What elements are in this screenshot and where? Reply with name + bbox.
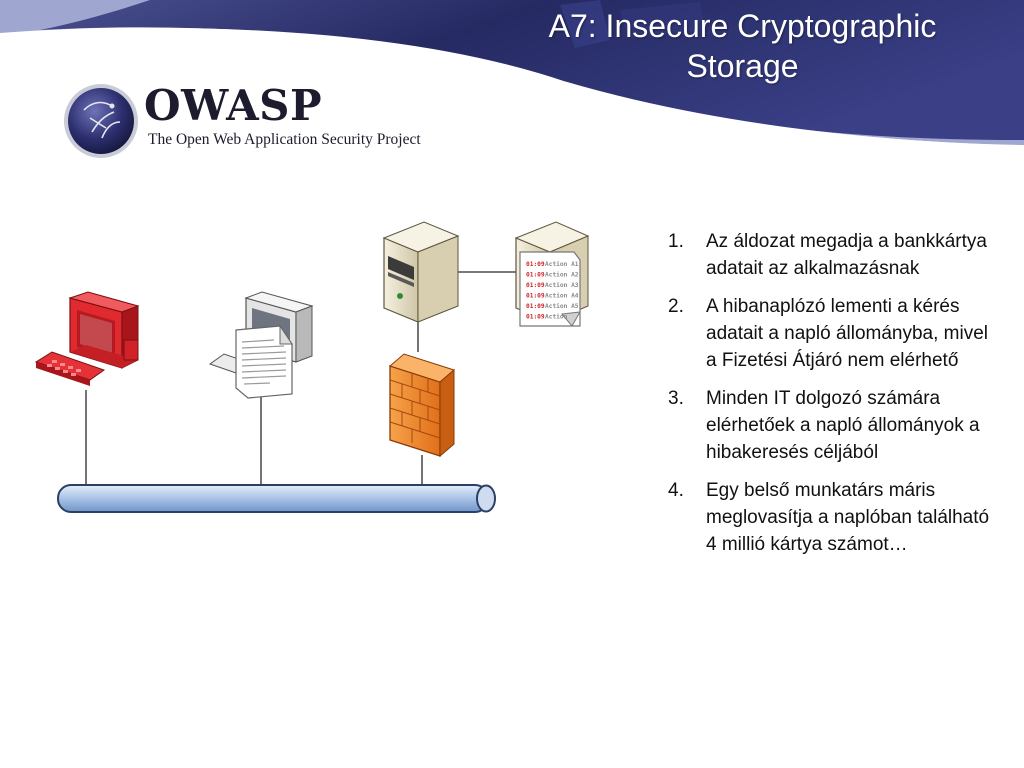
log-entry-action: Action A2 [545, 271, 579, 279]
step-number: 3. [668, 388, 684, 409]
list-item: 3. Minden IT dolgozó számára elérhetőek … [660, 385, 1000, 466]
log-entry-time: 01:09 [526, 293, 545, 300]
owasp-logo: OWASP The Open Web Application Security … [62, 80, 482, 165]
steps-list: 1. Az áldozat megadja a bankkártya adata… [660, 228, 1000, 569]
server-icon [382, 221, 460, 323]
step-number: 2. [668, 296, 684, 317]
slide-title-line-1: A7: Insecure Cryptographic [548, 8, 937, 44]
log-entry-time: 01:09 [526, 303, 545, 310]
slide-title: A7: Insecure Cryptographic Storage [470, 6, 1015, 86]
log-entry-time: 01:09 [526, 272, 545, 279]
step-text: Az áldozat megadja a bankkártya adatait … [706, 231, 987, 279]
list-item: 4. Egy belső munkatárs máris meglovasítj… [660, 477, 1000, 558]
step-number: 4. [668, 480, 684, 501]
log-entry-action: Action A3 [545, 281, 579, 289]
logo-name: OWASP [144, 81, 323, 130]
step-text: Egy belső munkatárs máris meglovasítja a… [706, 480, 990, 555]
owasp-wasp-logo-icon [64, 84, 138, 158]
list-item: 1. Az áldozat megadja a bankkártya adata… [660, 228, 1000, 282]
log-entry-time: 01:09 [526, 261, 545, 268]
firewall-icon [388, 353, 456, 458]
log-entry-time: 01:09 [526, 282, 545, 289]
log-entry-action: Action [545, 313, 568, 321]
log-entry-time: 01:09 [526, 314, 545, 321]
log-entry-action: Action A5 [545, 302, 579, 310]
list-item: 2. A hibanaplózó lementi a kérés adatait… [660, 293, 1000, 374]
red-workstation-icon [34, 291, 140, 386]
slide-title-line-2: Storage [686, 48, 799, 84]
network-bus-icon [57, 484, 496, 513]
header-background [0, 0, 1024, 149]
step-number: 1. [668, 231, 684, 252]
connection-lines [85, 271, 516, 486]
step-text: Minden IT dolgozó számára elérhetőek a n… [706, 388, 980, 463]
step-text: A hibanaplózó lementi a kérés adatait a … [706, 296, 989, 371]
logo-tagline: The Open Web Application Security Projec… [148, 131, 421, 148]
log-entry-action: Action A4 [545, 292, 579, 300]
document-workstation-icon [208, 291, 314, 399]
log-entry-action: Action A1 [545, 260, 579, 268]
